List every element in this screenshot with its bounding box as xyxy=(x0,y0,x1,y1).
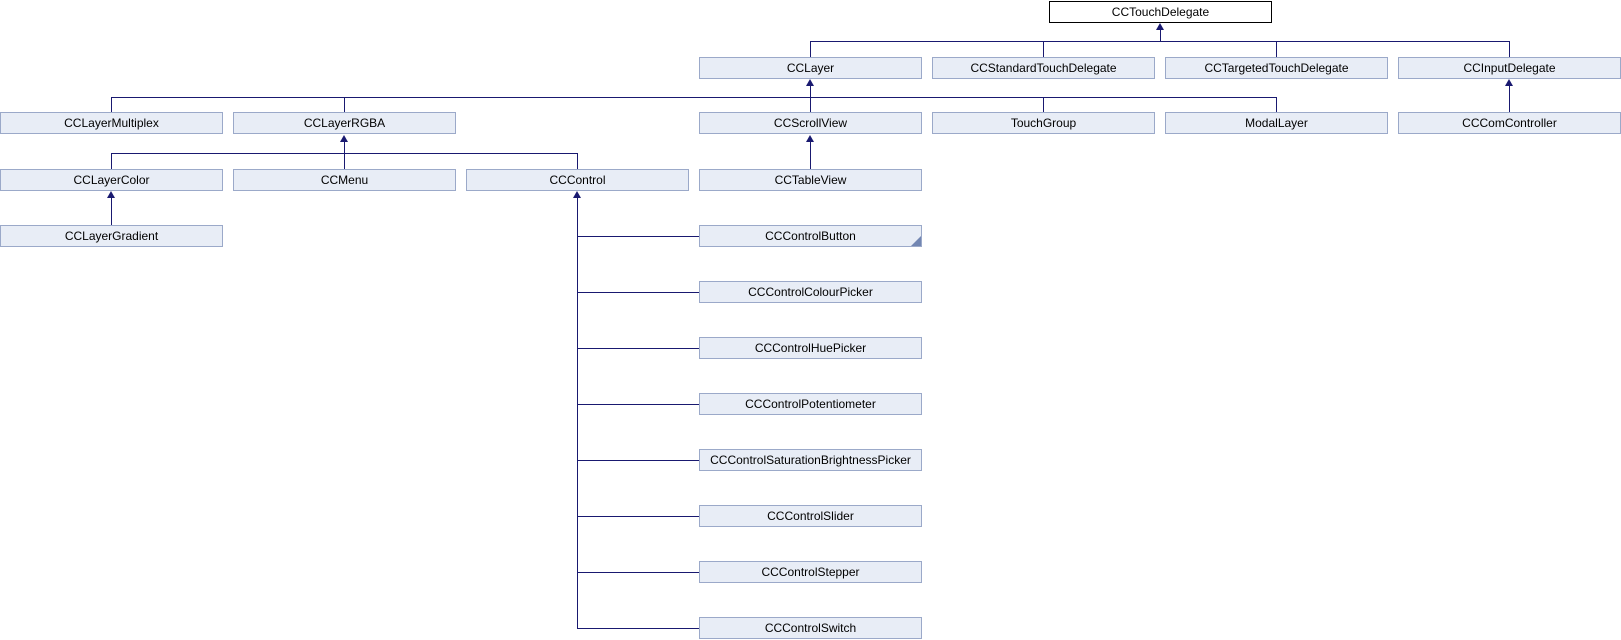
edge-branch-cccontrolsaturationbrightnesspicker xyxy=(577,460,699,461)
class-label: CCLayerGradient xyxy=(64,229,159,243)
class-box-cclayergradient[interactable]: CCLayerGradient xyxy=(0,225,223,247)
edge-trunk-cclayer xyxy=(810,85,811,98)
class-label: CCLayerMultiplex xyxy=(64,116,159,130)
class-box-modallayer[interactable]: ModalLayer xyxy=(1165,112,1388,134)
edge-trunk-cctouchdelegate xyxy=(1160,29,1161,42)
class-label: CCTargetedTouchDelegate xyxy=(1204,61,1349,75)
class-box-ccmenu[interactable]: CCMenu xyxy=(233,169,456,191)
class-label: CCMenu xyxy=(320,173,369,187)
class-label: CCStandardTouchDelegate xyxy=(970,61,1117,75)
class-box-cccontrolsaturationbrightnesspicker[interactable]: CCControlSaturationBrightnessPicker xyxy=(699,449,922,471)
class-box-cccontrolhuepicker[interactable]: CCControlHuePicker xyxy=(699,337,922,359)
class-box-cccontrolbutton[interactable]: CCControlButton xyxy=(699,225,922,247)
edge-cclayergradient-cclayercolor xyxy=(111,197,112,226)
class-box-cccontrolswitch[interactable]: CCControlSwitch xyxy=(699,617,922,639)
class-box-cclayercolor[interactable]: CCLayerColor xyxy=(0,169,223,191)
arrowhead-to-ccscrollview xyxy=(806,135,814,142)
edge-cctableview-ccscrollview xyxy=(810,141,811,170)
arrowhead-to-cclayer xyxy=(806,79,814,86)
edge-drop-ccinputdelegate xyxy=(1509,41,1510,57)
edge-branch-cccontrolhuepicker xyxy=(577,348,699,349)
edge-drop-cctargetedtouchdelegate xyxy=(1276,41,1277,57)
truncated-corner-icon xyxy=(911,236,921,246)
edge-drop-ccmenu xyxy=(344,153,345,170)
edge-branch-cccontrolbutton xyxy=(577,236,699,237)
class-label: CCComController xyxy=(1462,116,1557,130)
class-label: CCTableView xyxy=(774,173,847,187)
class-box-cctargetedtouchdelegate[interactable]: CCTargetedTouchDelegate xyxy=(1165,57,1388,79)
arrowhead-to-cclayerrgba xyxy=(340,135,348,142)
edge-drop-cccontrol xyxy=(577,153,578,170)
class-label: CCControlSaturationBrightnessPicker xyxy=(710,453,911,467)
edge-drop-modallayer xyxy=(1276,97,1277,113)
class-label: CCControlSlider xyxy=(767,509,854,523)
class-box-touchgroup[interactable]: TouchGroup xyxy=(932,112,1155,134)
class-label: CCInputDelegate xyxy=(1463,61,1556,75)
edge-branch-cccontrolstepper xyxy=(577,572,699,573)
edge-branch-cccontrolswitch xyxy=(577,628,699,629)
class-box-ccinputdelegate[interactable]: CCInputDelegate xyxy=(1398,57,1621,79)
class-box-cccontrol[interactable]: CCControl xyxy=(466,169,689,191)
class-label: CCControlColourPicker xyxy=(748,285,873,299)
edge-drop-cclayercolor xyxy=(111,153,112,170)
class-box-ccstandardtouchdelegate[interactable]: CCStandardTouchDelegate xyxy=(932,57,1155,79)
class-label: CCScrollView xyxy=(773,116,848,130)
class-label: CCLayerColor xyxy=(73,173,150,187)
arrowhead-to-cccontrol xyxy=(573,191,581,198)
arrowhead-to-ccinputdelegate xyxy=(1505,79,1513,86)
edge-drop-ccstandardtouchdelegate xyxy=(1043,41,1044,57)
class-box-cclayermultiplex[interactable]: CCLayerMultiplex xyxy=(0,112,223,134)
class-label: CCControlHuePicker xyxy=(754,341,867,355)
edge-drop-cclayermultiplex xyxy=(111,97,112,113)
edge-trunk-cccontrol-children xyxy=(577,197,578,629)
class-box-cccontrolslider[interactable]: CCControlSlider xyxy=(699,505,922,527)
edge-branch-cccontrolslider xyxy=(577,516,699,517)
class-box-cctouchdelegate[interactable]: CCTouchDelegate xyxy=(1049,1,1272,23)
class-box-cccontrolstepper[interactable]: CCControlStepper xyxy=(699,561,922,583)
class-box-ccscrollview[interactable]: CCScrollView xyxy=(699,112,922,134)
edge-drop-cclayerrgba xyxy=(344,97,345,113)
class-label: CCLayerRGBA xyxy=(303,116,386,130)
edge-bus-cclayer-children xyxy=(111,97,1277,98)
edge-branch-cccontrolpotentiometer xyxy=(577,404,699,405)
edge-drop-ccscrollview xyxy=(810,97,811,113)
class-label: CCTouchDelegate xyxy=(1111,5,1210,19)
edge-drop-cclayer xyxy=(810,41,811,57)
edge-trunk-cclayerrgba xyxy=(344,141,345,154)
class-box-cccontrolcolourpicker[interactable]: CCControlColourPicker xyxy=(699,281,922,303)
class-label: CCControl xyxy=(549,173,606,187)
class-box-cccomcontroller[interactable]: CCComController xyxy=(1398,112,1621,134)
class-label: ModalLayer xyxy=(1245,116,1308,130)
class-box-cctableview[interactable]: CCTableView xyxy=(699,169,922,191)
class-box-cclayer[interactable]: CCLayer xyxy=(699,57,922,79)
class-box-cclayerrgba[interactable]: CCLayerRGBA xyxy=(233,112,456,134)
arrowhead-to-cclayercolor xyxy=(107,191,115,198)
edge-cccomcontroller-ccinputdelegate xyxy=(1509,85,1510,113)
class-label: CCControlStepper xyxy=(761,565,860,579)
edge-branch-cccontrolcolourpicker xyxy=(577,292,699,293)
class-label: CCControlSwitch xyxy=(764,621,857,635)
class-box-cccontrolpotentiometer[interactable]: CCControlPotentiometer xyxy=(699,393,922,415)
arrowhead-to-cctouchdelegate xyxy=(1156,23,1164,30)
class-label: CCControlButton xyxy=(765,229,856,243)
edge-drop-touchgroup xyxy=(1043,97,1044,113)
class-label: CCControlPotentiometer xyxy=(745,397,876,411)
edge-bus-cctouchdelegate-children xyxy=(810,41,1510,42)
class-label: TouchGroup xyxy=(1010,116,1077,130)
class-label: CCLayer xyxy=(786,61,835,75)
